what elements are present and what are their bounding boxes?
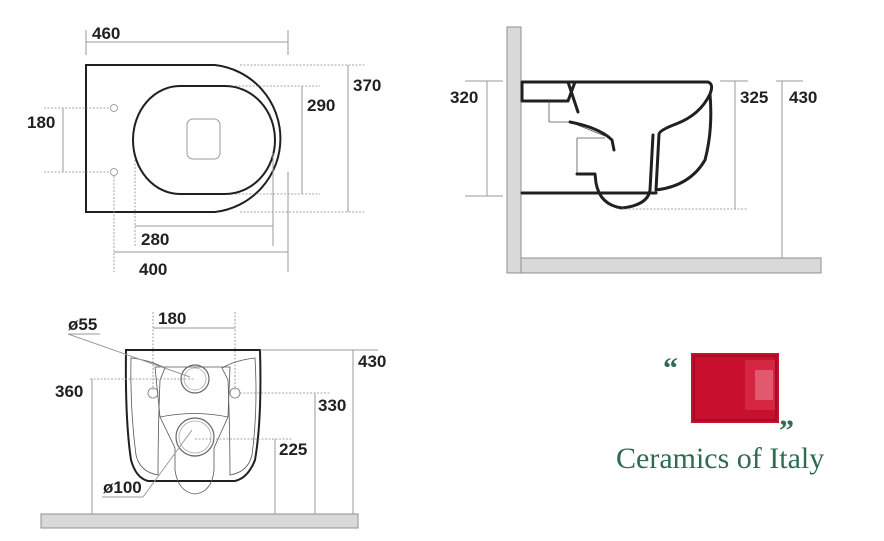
dim-overall-width: 370 <box>353 76 381 95</box>
bowl-profile <box>520 80 714 192</box>
red-square-icon <box>691 353 779 423</box>
outlet-circle <box>175 417 215 457</box>
close-quote-icon: ” <box>779 414 794 447</box>
outlet-square <box>186 118 221 160</box>
dim-bowl-width: 290 <box>307 96 335 115</box>
fixing-hole-icon <box>110 168 118 176</box>
dim-overall-length: 460 <box>92 24 120 43</box>
dim-outlet-height: 225 <box>279 440 307 459</box>
floor <box>40 513 359 529</box>
floor <box>520 257 822 274</box>
dim-total-depth: 325 <box>740 88 768 107</box>
rear-view: 180 ø55 360 430 330 <box>40 309 386 529</box>
bowl-outline <box>85 64 282 213</box>
side-view: 320 325 430 <box>450 26 822 274</box>
fixing-hole-icon <box>147 387 159 399</box>
dim-rim-height-from-floor: 430 <box>789 88 817 107</box>
dim-inlet-height: 360 <box>55 382 83 401</box>
dim-fixing-to-front: 400 <box>139 260 167 279</box>
dim-rim-to-base: 320 <box>450 88 478 107</box>
top-view: 460 180 370 290 280 400 <box>27 24 381 279</box>
dim-fixing-height: 330 <box>318 396 346 415</box>
dim-inlet-diameter: ø55 <box>68 315 97 334</box>
ceramics-of-italy-logo: “ ” Ceramics of Italy <box>616 352 824 475</box>
open-quote-icon: “ <box>663 352 678 385</box>
dim-rear-rim-height: 430 <box>358 352 386 371</box>
wall <box>506 26 522 274</box>
fixing-hole-icon <box>110 104 118 112</box>
dim-fixing-spacing: 180 <box>27 113 55 132</box>
bowl-inner-oval <box>132 85 276 195</box>
rear-body-outline <box>124 349 262 482</box>
dim-outlet-diameter: ø100 <box>103 478 142 497</box>
brand-text: Ceramics of Italy <box>616 442 824 475</box>
dim-rear-fixing-spacing: 180 <box>158 309 186 328</box>
dim-bowl-length: 280 <box>141 230 169 249</box>
